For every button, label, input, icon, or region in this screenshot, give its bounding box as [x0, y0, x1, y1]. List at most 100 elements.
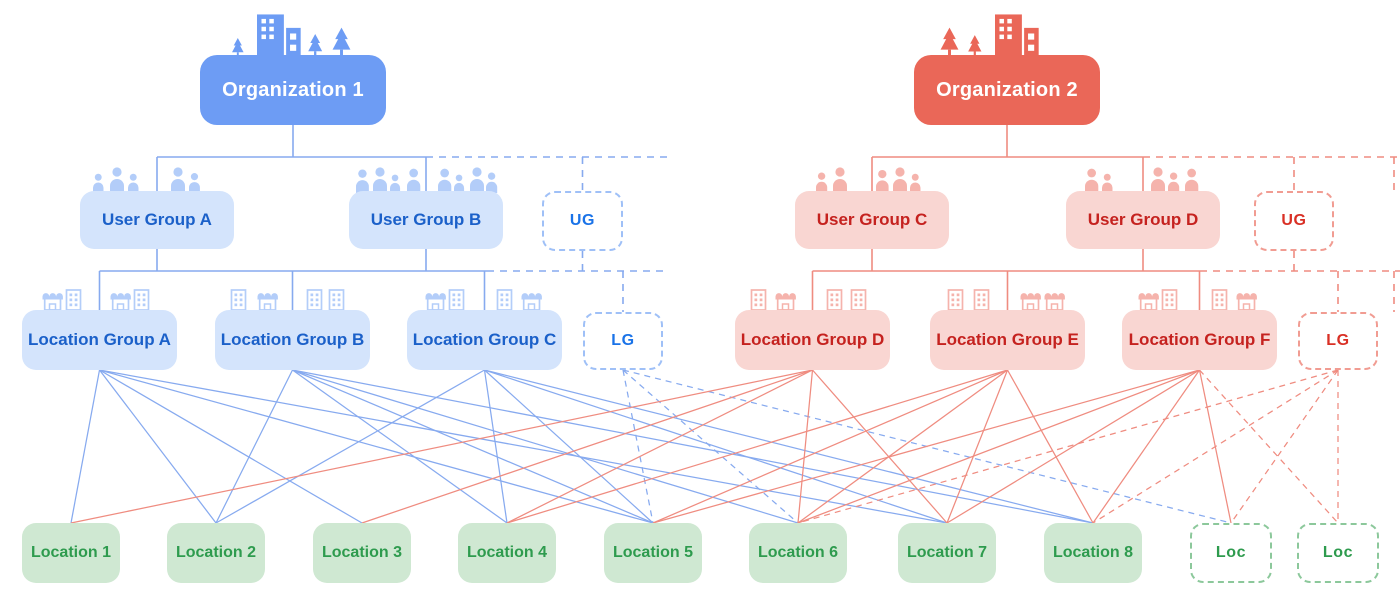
lg-location-link-red	[812, 369, 948, 524]
lg-location-link-blue	[484, 369, 654, 524]
lg-location-link-blue-dashed	[622, 369, 799, 524]
lg-location-link-red	[506, 369, 1008, 524]
person-icon	[110, 167, 124, 193]
lg-location-link-red	[361, 369, 813, 524]
user-group-b-label: User Group B	[370, 210, 482, 229]
small-building-icon	[133, 289, 150, 311]
storefront-icon	[1043, 292, 1066, 311]
person-icon	[1085, 168, 1099, 193]
location-group-d-node: Location Group D	[735, 310, 890, 370]
location-group-f-node: Location Group F	[1122, 310, 1277, 370]
lg-location-link-red-dashed	[1199, 369, 1339, 524]
lg-location-link-blue	[99, 369, 948, 524]
person-icon	[407, 168, 421, 193]
location-group-f-label: Location Group F	[1128, 330, 1271, 349]
location-group-a-node: Location Group A	[22, 310, 177, 370]
lg-location-link-red	[652, 369, 1200, 524]
person-icon	[1168, 172, 1180, 193]
organization-2-label: Organization 2	[936, 78, 1078, 101]
storefront-icon	[1137, 292, 1160, 311]
location-4-node: Location 4	[458, 523, 556, 583]
location-group-c-label: Location Group C	[412, 330, 557, 349]
location-2-node: Location 2	[167, 523, 265, 583]
lg-location-link-red	[797, 369, 814, 524]
lg-location-link-red	[1092, 369, 1201, 524]
person-icon	[356, 169, 369, 193]
small-building-icon	[850, 289, 867, 311]
lg-location-link-blue	[99, 369, 217, 524]
lg-location-link-blue	[215, 369, 485, 524]
location-placeholder-1-node: Loc	[1190, 523, 1272, 583]
location-group-e-label: Location Group E	[936, 330, 1079, 349]
person-icon	[486, 172, 498, 193]
person-icon	[470, 167, 484, 193]
location-group-placeholder-blue-label: LG	[611, 332, 635, 349]
location-group-placeholder-red-node: LG	[1298, 312, 1378, 370]
lg-location-link-red	[946, 369, 1009, 524]
location-1-node: Location 1	[22, 523, 120, 583]
small-building-icon	[1211, 289, 1228, 311]
lg-location-link-red	[946, 369, 1200, 524]
location-5-label: Location 5	[612, 544, 693, 561]
user-group-placeholder-red-label: UG	[1281, 212, 1307, 229]
office-building-icon	[257, 14, 301, 58]
user-group-d-label: User Group D	[1087, 210, 1199, 229]
storefront-icon	[41, 292, 64, 311]
person-icon	[893, 167, 907, 193]
organization-2-node: Organization 2	[914, 55, 1100, 125]
person-icon	[1185, 168, 1199, 193]
location-3-label: Location 3	[321, 544, 402, 561]
user-group-d-node: User Group D	[1066, 191, 1220, 249]
location-group-b-node: Location Group B	[215, 310, 370, 370]
location-4-label: Location 4	[466, 544, 547, 561]
person-icon	[1151, 167, 1165, 193]
user-group-placeholder-blue-label: UG	[569, 212, 596, 229]
connector-lines-layer	[70, 125, 1400, 524]
location-7-node: Location 7	[898, 523, 996, 583]
small-building-icon	[230, 289, 247, 311]
user-group-placeholder-blue-node: UG	[542, 191, 623, 251]
storefront-icon	[424, 292, 447, 311]
person-icon	[833, 167, 847, 193]
small-building-icon	[496, 289, 513, 311]
storefront-icon	[520, 292, 543, 311]
storefront-icon	[109, 292, 132, 311]
user-group-b-node: User Group B	[349, 191, 503, 249]
lg-location-link-red-dashed	[797, 369, 1339, 524]
organization-1-node: Organization 1	[200, 55, 386, 125]
storefront-icon	[774, 292, 797, 311]
lg-location-link-blue	[99, 369, 654, 524]
person-icon	[373, 167, 387, 193]
lg-location-link-red	[506, 369, 813, 524]
lg-location-link-blue	[99, 369, 363, 524]
lg-location-link-blue	[292, 369, 799, 524]
lg-location-link-red-dashed	[1092, 369, 1339, 524]
storefront-icon	[1019, 292, 1042, 311]
organization-1-label: Organization 1	[222, 78, 364, 101]
person-icon	[876, 169, 889, 193]
location-1-label: Location 1	[30, 544, 111, 561]
location-8-label: Location 8	[1052, 544, 1133, 561]
lg-location-link-blue-dashed	[622, 369, 654, 524]
location-5-node: Location 5	[604, 523, 702, 583]
location-group-e-node: Location Group E	[930, 310, 1085, 370]
small-building-icon	[826, 289, 843, 311]
location-2-label: Location 2	[175, 544, 256, 561]
location-3-node: Location 3	[313, 523, 411, 583]
user-group-a-label: User Group A	[102, 210, 212, 229]
person-icon	[189, 173, 200, 193]
location-group-c-node: Location Group C	[407, 310, 562, 370]
location-group-a-label: Location Group A	[28, 330, 171, 349]
location-group-b-label: Location Group B	[220, 330, 365, 349]
tree-icon	[940, 27, 959, 57]
lg-location-link-blue	[484, 369, 1094, 524]
small-building-icon	[448, 289, 465, 311]
location-8-node: Location 8	[1044, 523, 1142, 583]
location-placeholder-2-label: Loc	[1322, 544, 1354, 561]
location-7-label: Location 7	[906, 544, 987, 561]
lg-location-link-red	[797, 369, 1008, 524]
person-icon	[816, 172, 828, 193]
user-group-c-label: User Group C	[816, 210, 928, 229]
